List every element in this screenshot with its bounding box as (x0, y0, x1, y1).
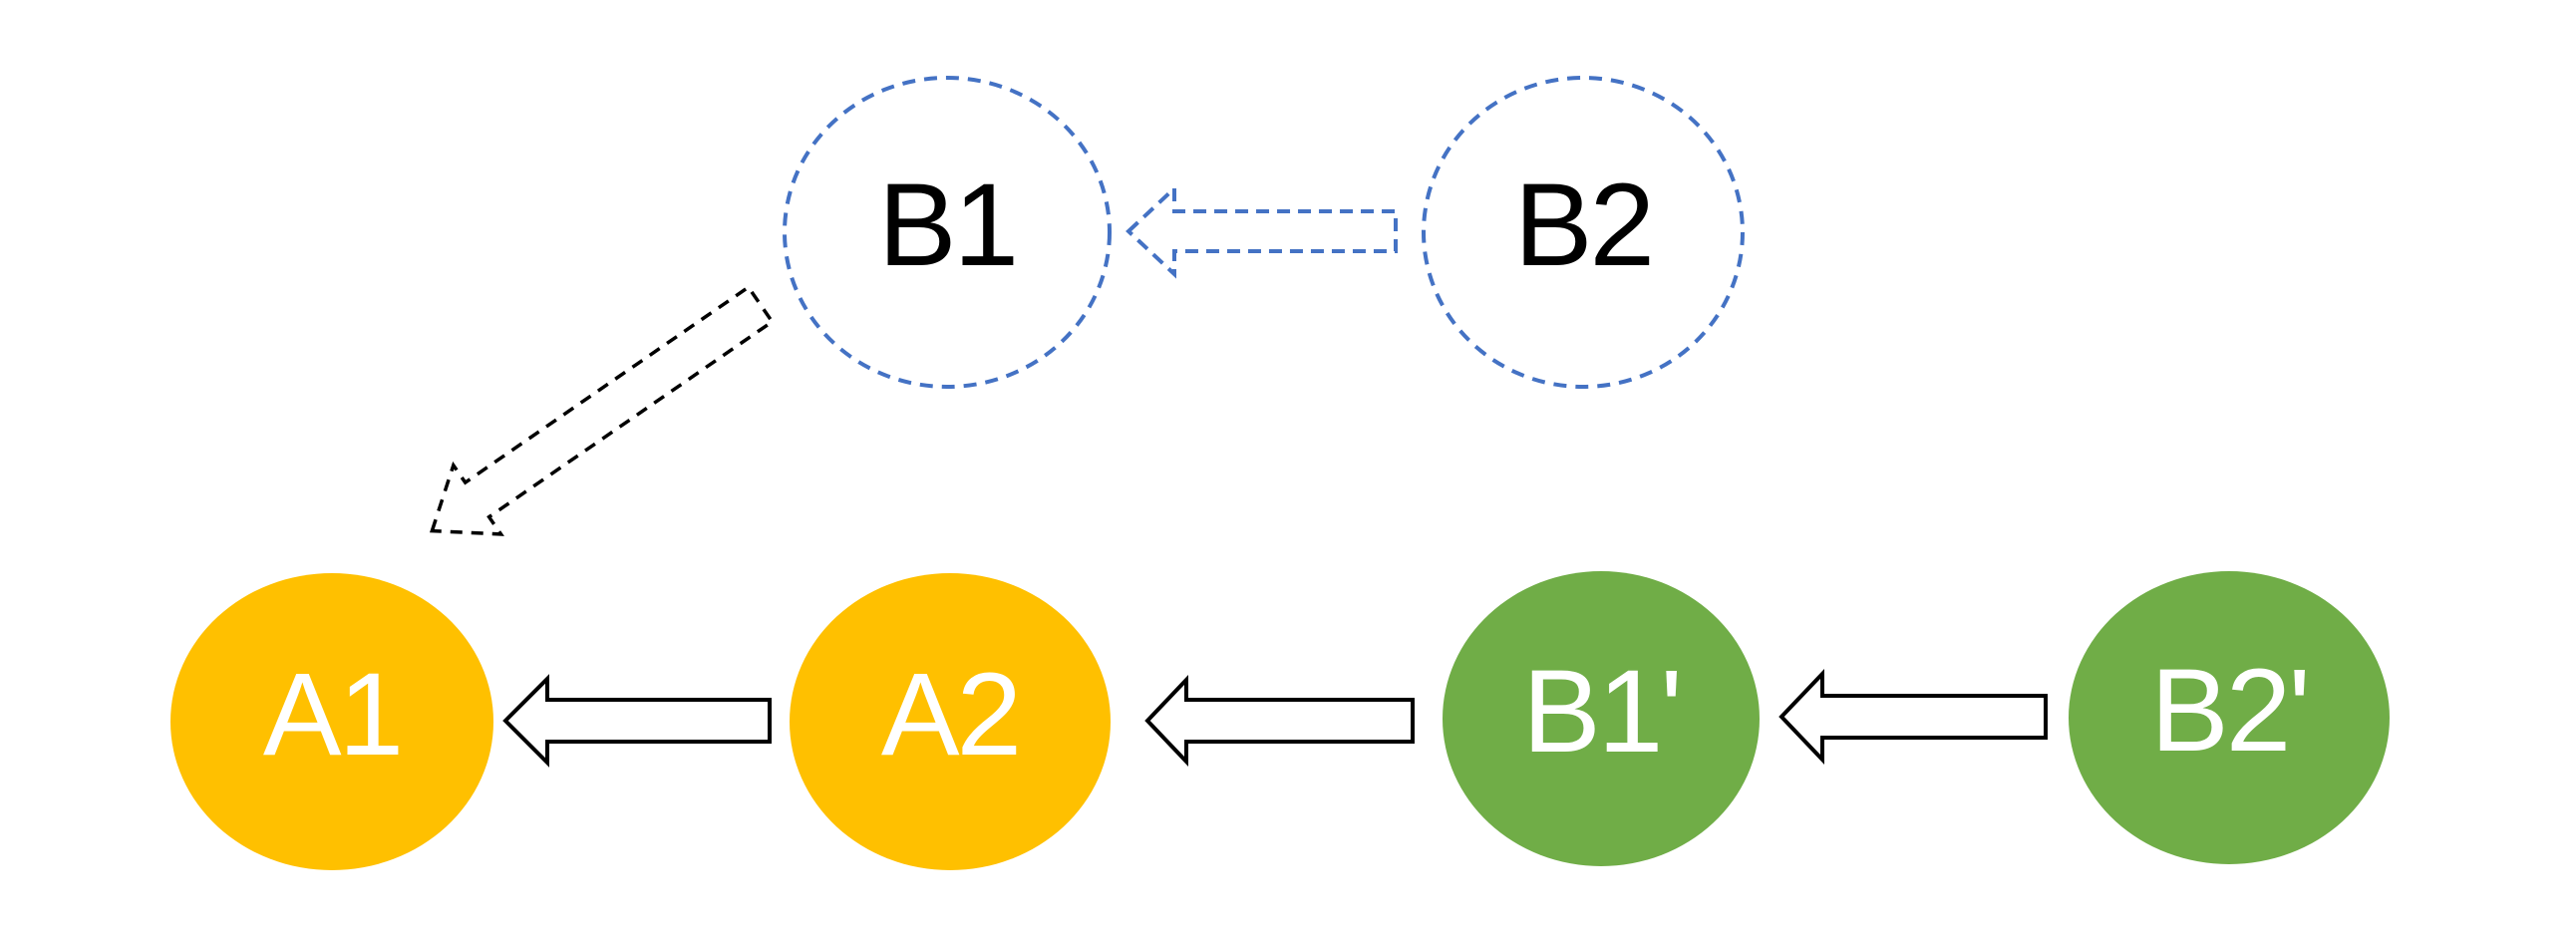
node-b2-label: B2 (1514, 159, 1652, 291)
node-b2: B2 (1422, 76, 1745, 389)
node-a1-label: A1 (263, 649, 401, 781)
node-a1-circle (170, 573, 493, 870)
node-a2: A2 (790, 573, 1111, 870)
arrows-layer (429, 183, 2048, 768)
arrow-b1-prime-to-a2 (1144, 674, 1415, 768)
node-b1-dashed-circle (783, 76, 1112, 389)
node-b2-dashed-circle (1422, 76, 1745, 389)
arrow-b2-prime-to-b1-prime (1778, 669, 2048, 765)
node-b1: B1 (783, 76, 1112, 389)
node-a2-circle (790, 573, 1111, 870)
node-b1-prime: B1' (1443, 571, 1760, 866)
arrow-a2-to-a1 (502, 674, 772, 768)
node-b2-prime: B2' (2069, 571, 2390, 864)
arrow-b1-to-a1 (429, 284, 775, 536)
node-a2-label: A2 (881, 649, 1019, 781)
node-b1-prime-circle (1443, 571, 1760, 866)
node-a1: A1 (170, 573, 493, 870)
node-b2-prime-label: B2' (2150, 645, 2308, 777)
node-b2-prime-circle (2069, 571, 2390, 864)
arrow-b2-to-b1 (1126, 183, 1398, 279)
node-b1-label: B1 (878, 159, 1016, 291)
node-b1-prime-label: B1' (1522, 646, 1680, 778)
